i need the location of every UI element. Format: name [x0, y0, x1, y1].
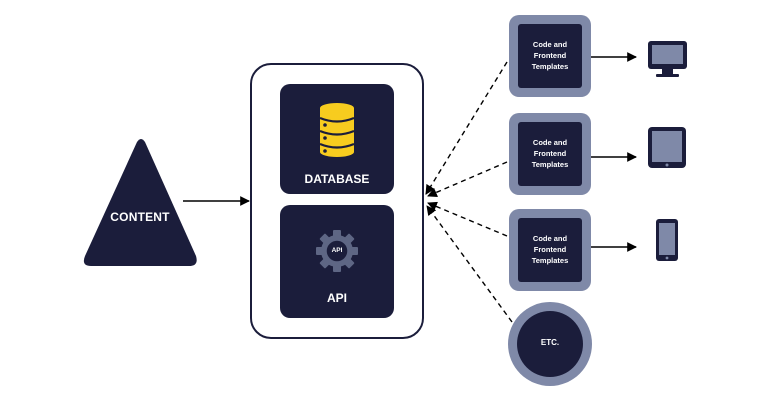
- dashed-arrow-template-3: [427, 201, 508, 237]
- api-gear-text: API: [331, 247, 343, 254]
- dashed-arrow-template-1: [425, 61, 508, 195]
- api-gear-icon: [316, 230, 358, 272]
- template-box-3: [509, 209, 591, 291]
- database-label: DATABASE: [304, 172, 370, 186]
- device-arrows: [591, 52, 637, 252]
- template-box-2: [509, 113, 591, 195]
- dashed-arrow-etc: [426, 205, 513, 323]
- etc-label: ETC.: [540, 338, 560, 347]
- template-label-1: Code and Frontend Templates: [531, 40, 569, 71]
- smartphone-icon: [656, 219, 678, 261]
- dashed-arrow-template-2: [427, 161, 508, 198]
- content-label: CONTENT: [110, 210, 170, 224]
- database-icon: [319, 103, 355, 157]
- dashed-arrows: [425, 61, 513, 323]
- template-label-3: Code and Frontend Templates: [531, 234, 569, 265]
- template-label-2: Code and Frontend Templates: [531, 138, 569, 169]
- template-box-1: [509, 15, 591, 97]
- desktop-monitor-icon: [648, 41, 687, 77]
- api-label: API: [326, 291, 347, 305]
- content-triangle: [83, 139, 197, 266]
- tablet-icon: [648, 127, 686, 168]
- etc-circle: [508, 302, 592, 386]
